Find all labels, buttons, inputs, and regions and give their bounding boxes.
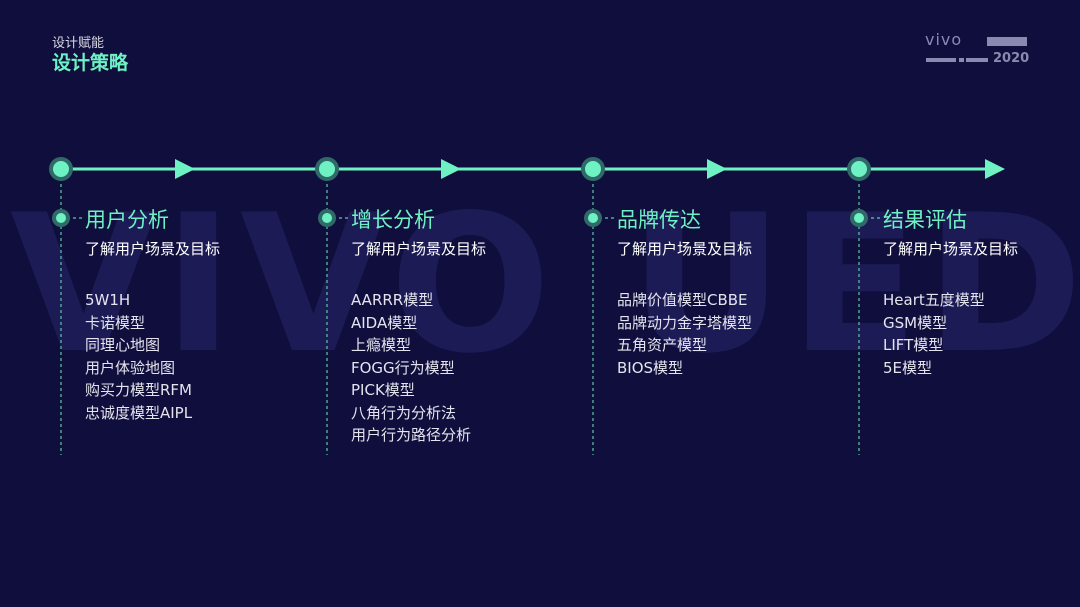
model-item: AIDA模型 bbox=[351, 313, 418, 332]
model-item: 卡诺模型 bbox=[85, 313, 146, 332]
stage-title: 用户分析 bbox=[85, 208, 169, 232]
model-item: 用户体验地图 bbox=[85, 358, 176, 377]
watermark: VIVO UED bbox=[10, 174, 1080, 395]
section-supertitle: 设计赋能 bbox=[52, 36, 105, 51]
stage-column: 用户分析 了解用户场景及目标 5W1H 卡诺模型同理心地图用户体验地图购买力模型R… bbox=[85, 204, 220, 424]
stage-dot bbox=[56, 213, 66, 223]
milestone-dot bbox=[585, 161, 601, 177]
model-item: GSM模型 bbox=[883, 313, 948, 332]
arrow-head-icon bbox=[441, 159, 461, 179]
stage-title: 品牌传达 bbox=[617, 208, 701, 232]
stage-subtitle: 了解用户场景及目标 bbox=[883, 240, 1019, 258]
model-list: Heart五度模型 GSM模型 LIFT模型 5E模型 bbox=[883, 289, 1018, 379]
milestone-dot bbox=[319, 161, 335, 177]
stage-dot bbox=[322, 213, 332, 223]
model-item: 八角行为分析法 bbox=[351, 403, 457, 422]
model-item: AARRR模型 bbox=[351, 291, 434, 309]
stage-subtitle: 了解用户场景及目标 bbox=[85, 240, 221, 258]
model-item: 品牌价值模型CBBE bbox=[617, 291, 748, 309]
arrow-head-icon bbox=[707, 159, 727, 179]
model-item: Heart五度模型 bbox=[883, 291, 985, 309]
model-item: LIFT模型 bbox=[883, 336, 944, 354]
logo-year: 2020 bbox=[993, 51, 1030, 66]
milestone-dot bbox=[53, 161, 69, 177]
model-item: 同理心地图 bbox=[85, 336, 161, 354]
stage-dot bbox=[854, 213, 864, 223]
model-item: BIOS模型 bbox=[617, 358, 684, 377]
arrow-head-icon bbox=[175, 159, 195, 179]
model-list: AARRR模型 AIDA模型上瘾模型 FOGG行为模型 PICK模型八角行为分析法用户… bbox=[351, 289, 486, 447]
stage-subtitle: 了解用户场景及目标 bbox=[351, 240, 487, 258]
stage-column: 结果评估 了解用户场景及目标 Heart五度模型 GSM模型 LIFT模型 5E模型 bbox=[883, 204, 1018, 379]
model-item: 用户行为路径分析 bbox=[351, 426, 472, 444]
model-item: 忠诚度模型AIPL bbox=[85, 403, 193, 422]
milestone-dot bbox=[851, 161, 867, 177]
stage-title: 结果评估 bbox=[883, 208, 967, 232]
model-item: 购买力模型RFM bbox=[85, 381, 192, 399]
arrow-head-icon bbox=[985, 159, 1005, 179]
page-title: 设计策略 bbox=[52, 52, 129, 74]
model-item: FOGG行为模型 bbox=[351, 358, 455, 377]
logo-dash bbox=[926, 58, 988, 62]
model-item: 上瘾模型 bbox=[351, 336, 412, 354]
stage-column: 品牌传达 了解用户场景及目标 品牌价值模型CBBE 品牌动力金字塔模型五角资产模型… bbox=[617, 204, 752, 379]
model-item: PICK模型 bbox=[351, 381, 415, 399]
vivo-logo: vivo 2020 bbox=[925, 30, 1035, 69]
logo-bar bbox=[987, 37, 1027, 46]
model-item: 品牌动力金字塔模型 bbox=[617, 313, 753, 332]
logo-brand: vivo bbox=[925, 30, 963, 49]
stage-title: 增长分析 bbox=[351, 208, 435, 232]
model-item: 5E模型 bbox=[883, 358, 933, 377]
stage-subtitle: 了解用户场景及目标 bbox=[617, 240, 753, 258]
model-item: 5W1H bbox=[85, 291, 131, 309]
model-list: 品牌价值模型CBBE 品牌动力金字塔模型五角资产模型 BIOS模型 bbox=[617, 289, 752, 379]
stage-dot bbox=[588, 213, 598, 223]
model-item: 五角资产模型 bbox=[617, 336, 708, 354]
model-list: 5W1H 卡诺模型同理心地图用户体验地图购买力模型RFM 忠诚度模型AIPL bbox=[85, 289, 220, 424]
stage-column: 增长分析 了解用户场景及目标 AARRR模型 AIDA模型上瘾模型 FOGG行为模型… bbox=[351, 204, 486, 447]
